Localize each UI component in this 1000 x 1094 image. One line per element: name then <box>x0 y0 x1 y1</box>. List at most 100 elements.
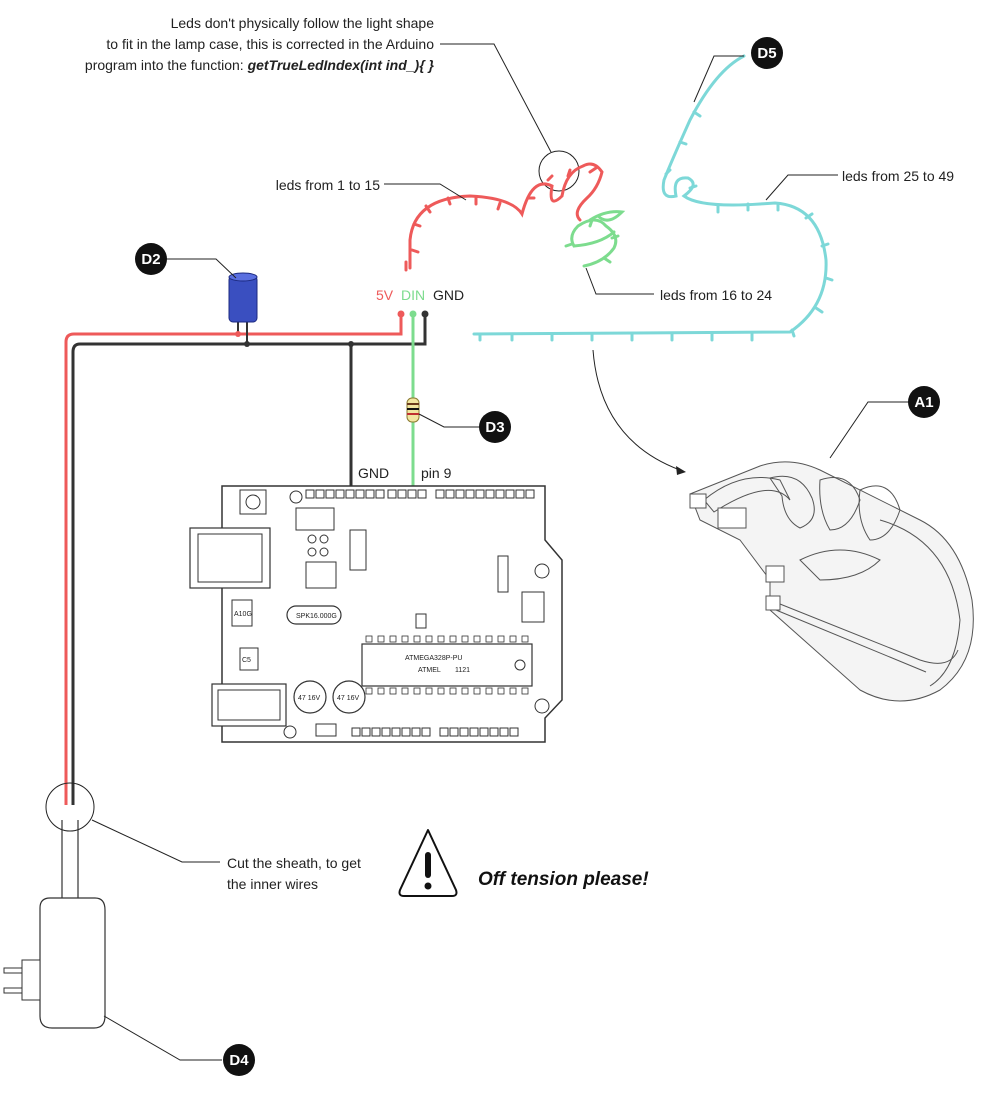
leader-sheath <box>91 819 220 863</box>
led-strip-cyan <box>472 54 834 342</box>
header-bottom <box>351 727 519 737</box>
mcu-label: ATMEGA328P-PU <box>405 655 462 662</box>
leader-a1 <box>829 401 909 459</box>
plug-prong-1 <box>3 967 23 974</box>
detail-circle <box>538 150 580 192</box>
diode <box>315 723 337 737</box>
pin-gnd-label: GND <box>433 287 464 303</box>
cyan-strip-path <box>472 54 828 336</box>
header-top <box>305 489 535 499</box>
power-jack <box>211 683 287 727</box>
label-leds-green: leds from 16 to 24 <box>660 287 772 303</box>
wire-5v <box>64 314 403 805</box>
mcu-pins <box>365 635 529 695</box>
power-adapter-d4 <box>3 782 106 1029</box>
regulator <box>231 599 253 627</box>
mount-hole-top <box>289 490 303 504</box>
mcu-chip <box>361 643 533 687</box>
leader-leds-cyan <box>765 174 838 201</box>
top-note-leader <box>440 43 552 153</box>
red-leds <box>404 166 598 272</box>
lamp-base-line2 <box>775 609 927 673</box>
lamp-loop4 <box>799 549 881 581</box>
leader-leds-red <box>384 183 467 201</box>
mcu-brand: ATMEL <box>418 667 441 674</box>
top-note-line3: program into the function: getTrueLedInd… <box>85 57 435 73</box>
sheath-detail-circle <box>45 782 95 832</box>
cap-right-label: 47 16V <box>337 695 360 702</box>
arduino-gnd-label: GND <box>358 465 389 481</box>
pin-5v-label: 5V <box>376 287 394 303</box>
badge-d3-text: D3 <box>485 419 504 436</box>
warning-sign <box>398 829 458 897</box>
lamp-block4 <box>765 595 781 611</box>
arrow-head <box>676 466 686 475</box>
icsp-header <box>521 591 545 623</box>
wire-gnd <box>71 314 427 805</box>
lamp-arch <box>703 477 791 513</box>
leader-d3 <box>418 413 480 428</box>
label-leds-red: leds from 1 to 15 <box>276 177 380 193</box>
top-note-code: getTrueLedIndex(int ind_){ } <box>247 57 435 73</box>
mount-hole-bottom-left <box>283 725 297 739</box>
badge-d4-text: D4 <box>229 1052 249 1069</box>
c5-label: C5 <box>242 657 251 664</box>
sheath-note-line2: the inner wires <box>227 876 318 892</box>
badge-d3 <box>479 411 511 443</box>
crystal <box>286 605 342 625</box>
badge-a1 <box>908 386 940 418</box>
top-note-line1: Leds don't physically follow the light s… <box>171 15 435 31</box>
usb-port <box>189 527 271 589</box>
badge-a1-text: A1 <box>914 394 933 411</box>
led-block <box>295 507 335 531</box>
label-leds-cyan: leds from 25 to 49 <box>842 168 954 184</box>
green-strip-path <box>570 210 626 268</box>
leader-d4 <box>103 1015 222 1061</box>
lamp-base-line <box>769 599 959 664</box>
red-strip-path <box>408 162 604 270</box>
cyan-leds <box>478 110 834 342</box>
smd-array <box>497 555 509 593</box>
smd-chip <box>349 529 367 571</box>
adapter-body <box>39 897 106 1029</box>
usb-chip <box>305 561 337 589</box>
c5-cap <box>239 647 259 671</box>
led-strip-red <box>404 162 604 272</box>
mount-hole-right <box>534 563 550 579</box>
lamp-loop1 <box>769 475 815 529</box>
cap-left-label: 47 16V <box>298 695 321 702</box>
arduino-pin9-label: pin 9 <box>421 465 452 481</box>
resistor-d3 <box>406 397 420 423</box>
lamp-rim <box>879 519 961 687</box>
badge-d2 <box>135 243 167 275</box>
leader-d5 <box>693 55 744 103</box>
lamp-loop2 <box>819 477 861 531</box>
badge-d4 <box>223 1044 255 1076</box>
arrow-to-lamp <box>592 349 681 471</box>
wire-joints <box>235 310 429 496</box>
lamp-case-a1 <box>689 461 974 702</box>
lamp-block2 <box>717 507 747 529</box>
mount-hole-bottom-right <box>534 698 550 714</box>
green-leds <box>564 218 620 264</box>
arduino-board: SPK16.000G A10G C5 47 16V 47 16V ATMEGA3… <box>189 485 563 743</box>
leader-leds-green <box>585 267 654 295</box>
warning-text: Off tension please! <box>478 869 649 890</box>
leader-d2 <box>162 258 237 279</box>
cap-right <box>332 680 366 714</box>
lamp-outer <box>689 461 974 702</box>
top-note: Leds don't physically follow the light s… <box>85 15 580 192</box>
crystal-label: SPK16.000G <box>296 613 337 620</box>
led-strip-green <box>564 210 626 268</box>
mcu-code: 1121 <box>455 667 470 674</box>
pin-din-label: DIN <box>401 287 425 303</box>
lamp-block1 <box>689 493 707 509</box>
sheath-note-line1: Cut the sheath, to get <box>227 855 361 871</box>
badge-d5 <box>751 37 783 69</box>
capacitor-body <box>228 275 258 323</box>
top-note-prefix: program into the function: <box>85 57 248 73</box>
cap-left <box>293 680 327 714</box>
wires <box>64 314 427 805</box>
regulator-label: A10G <box>234 611 252 618</box>
